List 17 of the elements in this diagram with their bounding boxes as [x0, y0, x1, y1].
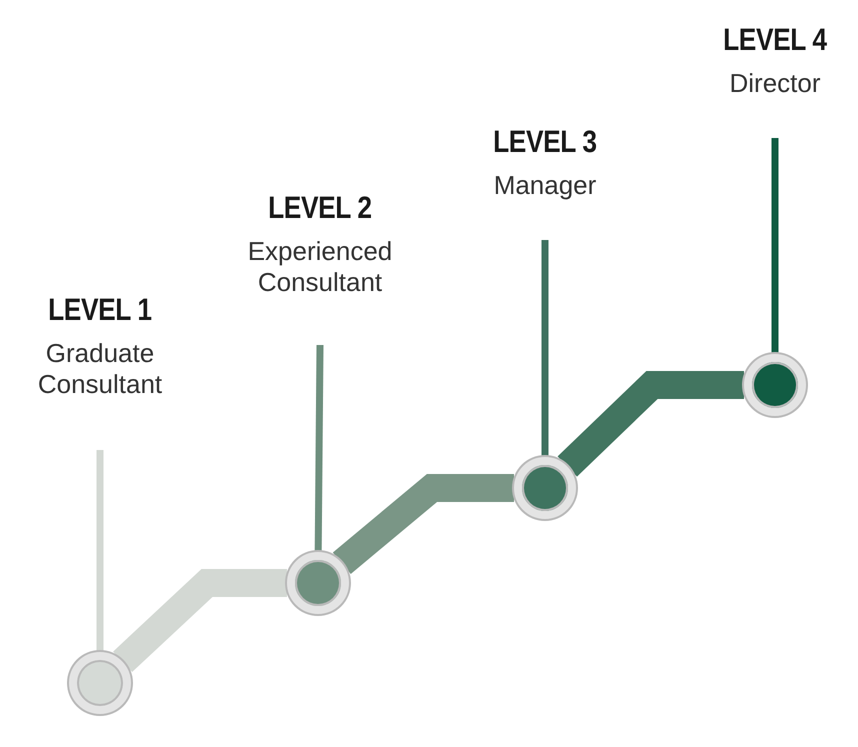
level-heading: LEVEL 2 [268, 190, 372, 226]
role-title: Director [729, 68, 820, 99]
leader-line [314, 344, 324, 552]
milestone-circle [514, 457, 576, 519]
level-heading: LEVEL 3 [493, 124, 597, 160]
level-heading: LEVEL 1 [48, 292, 152, 328]
milestone-circle [744, 354, 806, 416]
role-title: Manager [494, 170, 596, 201]
leader-line [96, 450, 104, 652]
career-path-segment [113, 569, 287, 672]
milestone-circle [69, 652, 131, 714]
level-heading: LEVEL 4 [723, 22, 827, 58]
leader-line [772, 138, 778, 354]
milestone-circle [287, 552, 349, 614]
role-title: Experienced Consultant [246, 236, 394, 298]
leader-line [542, 240, 548, 457]
role-title: Graduate Consultant [36, 338, 164, 400]
